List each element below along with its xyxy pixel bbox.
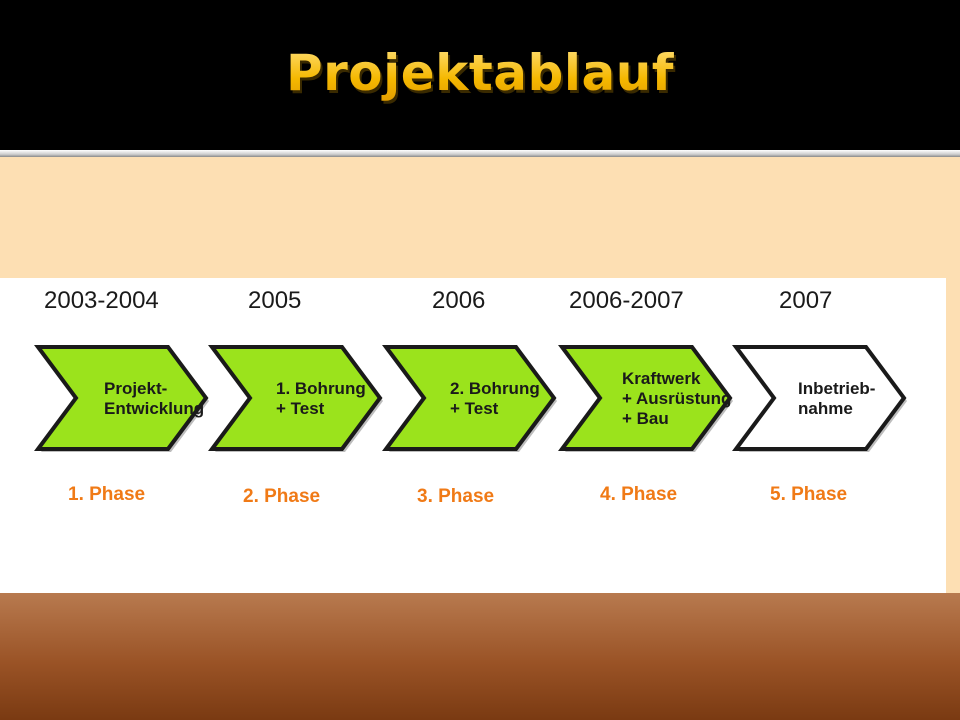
title-divider <box>0 150 960 157</box>
year-label: 2007 <box>779 287 832 314</box>
chevron-text-line: 2. Bohrung <box>450 379 540 398</box>
chevron-text-line: 1. Bohrung <box>276 379 366 398</box>
phase-step-2: 2005 1. Bohrung+ Test 2. Phase <box>208 287 383 507</box>
chevron-arrow <box>558 345 733 451</box>
chevron-arrow <box>208 345 383 451</box>
year-label: 2006-2007 <box>569 287 684 314</box>
year-label: 2003-2004 <box>44 287 159 314</box>
slide-title: Projektablauf <box>0 44 960 102</box>
chevron-text-line: Entwicklung <box>104 399 204 418</box>
phase-label: 3. Phase <box>417 486 494 507</box>
chevron-text-line: Projekt- <box>104 379 167 398</box>
year-label: 2006 <box>432 287 485 314</box>
chevron-arrow <box>732 345 907 451</box>
chevron-text-line: Inbetrieb- <box>798 379 875 398</box>
chevron-arrow <box>34 345 209 451</box>
peach-band <box>0 157 960 278</box>
chevron-text-line: + Test <box>450 399 499 418</box>
chevron-arrow <box>382 345 557 451</box>
chevron-text-line: + Test <box>276 399 325 418</box>
phase-step-3: 2006 2. Bohrung+ Test 3. Phase <box>382 287 557 507</box>
phase-label: 4. Phase <box>600 484 677 505</box>
year-label: 2005 <box>248 287 301 314</box>
title-bar <box>0 0 960 150</box>
phase-label: 5. Phase <box>770 484 847 505</box>
chevron-text-line: Kraftwerk <box>622 369 701 388</box>
slide-title-shadow: Projektablauf <box>2 47 960 105</box>
chevron-text-line: + Ausrüstung <box>622 389 731 408</box>
chevron-text-line: + Bau <box>622 409 669 428</box>
phase-label: 1. Phase <box>68 484 145 505</box>
bottom-band <box>0 593 960 720</box>
peach-right-strip <box>946 278 960 593</box>
phase-label: 2. Phase <box>243 486 320 507</box>
chevron-text-line: nahme <box>798 399 853 418</box>
